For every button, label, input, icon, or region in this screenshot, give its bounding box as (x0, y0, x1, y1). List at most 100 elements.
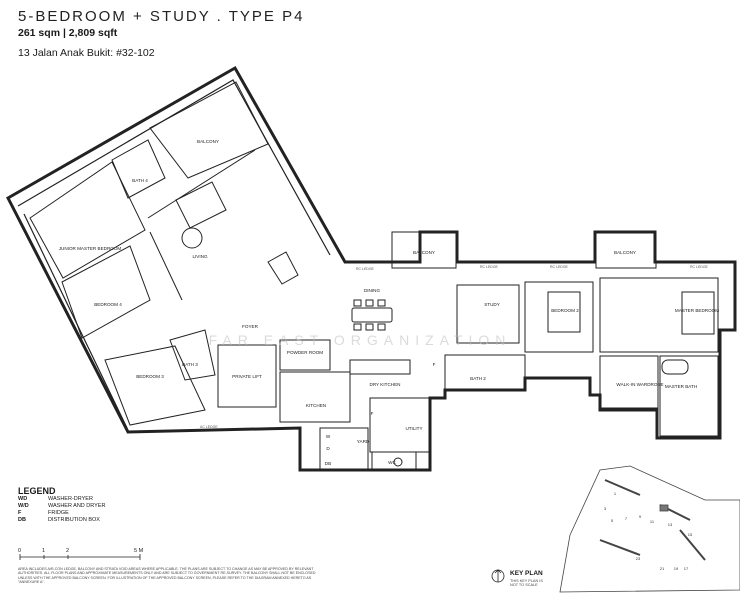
kp-block-11: 11 (650, 519, 655, 524)
label-d: D (326, 446, 330, 451)
kp-block-23: 23 (636, 556, 641, 561)
room-utility: UTILITY (405, 426, 422, 431)
kp-block-5: 5 (611, 518, 614, 523)
room-bath4: BATH 4 (132, 178, 148, 183)
legend-key: F (18, 510, 22, 516)
legend-key: DB (18, 517, 26, 523)
unit-area: 261 sqm | 2,809 sqft (18, 27, 118, 39)
rc-ledge-label-3: RC LEDGE (550, 265, 569, 269)
kp-block-21: 21 (660, 566, 665, 571)
room-bath3: BATH 3 (182, 362, 198, 367)
room-junior-master: JUNIOR MASTER BEDROOM (59, 246, 122, 251)
room-bedroom4: BEDROOM 4 (94, 302, 122, 307)
legend-key: WD (18, 496, 28, 502)
key-plan-blocks: 1 3 5 7 9 11 13 15 17 19 21 23 (604, 491, 693, 571)
label-f2: F (433, 362, 436, 367)
legend-row: F FRIDGE (18, 510, 105, 517)
bedroom4-wall (61, 245, 151, 339)
bedroom2-bed (547, 291, 581, 333)
key-plan-label: KEY PLAN (510, 570, 543, 577)
room-dry-kitchen: DRY KITCHEN (370, 382, 401, 387)
unit-address: 13 Jalan Anak Bukit: #32-102 (18, 47, 155, 59)
room-balcony-right: BALCONY (614, 250, 636, 255)
kp-block-13: 13 (668, 522, 673, 527)
legend-value: WASHER AND DRYER (48, 503, 106, 509)
dry-kitchen-counter (349, 359, 411, 375)
room-dining: DINING (364, 288, 381, 293)
legend-value: FRIDGE (48, 510, 69, 516)
room-study: STUDY (484, 302, 500, 307)
walk-in-wall (599, 355, 659, 409)
legend-value: DISTRIBUTION BOX (48, 517, 100, 523)
ac-ledge-label: AC LEDGE (200, 425, 218, 429)
powder-room-wall (279, 339, 331, 371)
kp-block-3: 3 (604, 506, 607, 511)
living-divider (147, 149, 256, 301)
study-wall (456, 284, 520, 344)
room-walk-in: WALK-IN WARDROBE (616, 382, 663, 387)
watermark: FAR EAST ORGANIZATION (209, 332, 512, 348)
disclaimer: AREA INCLUDES AIR-CON LEDGE, BALCONY AND… (18, 567, 316, 585)
label-w: W (326, 434, 331, 439)
room-bath2: BATH 2 (470, 376, 486, 381)
bath3-wall (169, 329, 216, 381)
key-plan-note: THIS KEY PLAN IS NOT TO SCALE (510, 579, 543, 588)
room-master-bath: MASTER BATH (665, 384, 697, 389)
room-bedroom2: BEDROOM 2 (551, 308, 579, 313)
rc-ledge-label-1: RC LEDGE (356, 267, 375, 271)
legend-title: LEGEND (18, 486, 56, 496)
scale-labels: 0 1 2 5 M (18, 548, 148, 556)
kp-block-9: 9 (639, 514, 642, 519)
room-bedroom3: BEDROOM 3 (136, 374, 164, 379)
bath4-wall (111, 139, 166, 199)
label-db: DB (325, 461, 331, 466)
legend-row: W/D WASHER AND DRYER (18, 503, 105, 510)
room-yard: YARD (357, 439, 370, 444)
utility-wall (369, 397, 431, 453)
legend-row: DB DISTRIBUTION BOX (18, 517, 105, 524)
room-wc: WC (388, 460, 396, 465)
room-kitchen: KITCHEN (306, 403, 326, 408)
dining-table (351, 307, 393, 323)
scale-tick-1: 1 (42, 548, 46, 554)
scale-tick-0: 0 (18, 548, 22, 554)
room-living: LIVING (192, 254, 207, 259)
rc-ledge-label-4: RC LEDGE (690, 265, 709, 269)
legend: WD WASHER-DRYER W/D WASHER AND DRYER F FRID… (18, 496, 105, 524)
scale-bar (19, 554, 141, 560)
private-lift-wall (217, 344, 277, 408)
legend-row: WD WASHER-DRYER (18, 496, 105, 503)
kp-block-15: 15 (688, 532, 693, 537)
room-balcony-mid: BALCONY (413, 250, 435, 255)
master-bath-wall (659, 355, 719, 437)
master-bedroom-wall (599, 277, 719, 353)
balcony-right-wall (595, 231, 657, 269)
wc-wall (371, 451, 417, 471)
room-private-lift: PRIVATE LIFT (232, 374, 262, 379)
master-bed (681, 291, 715, 335)
junior-master-wall (29, 161, 146, 279)
bedroom3-wall (104, 345, 206, 426)
page-title: 5-BEDROOM + STUDY . TYPE P4 (18, 8, 305, 25)
piano (267, 251, 299, 285)
scale-tick-2: 2 (66, 548, 70, 554)
kp-block-7: 7 (625, 516, 628, 521)
north-arrow-icon (491, 569, 505, 583)
living-table (181, 227, 203, 249)
living-sofa (175, 181, 227, 229)
legend-key: W/D (18, 503, 29, 509)
kitchen-wall (279, 371, 351, 423)
room-balcony-top: BALCONY (197, 139, 219, 144)
bath2-wall (444, 354, 526, 391)
legend-value: WASHER-DRYER (48, 496, 93, 502)
key-plan-map (559, 465, 740, 593)
wc-fixture (393, 457, 403, 467)
bedroom2-wall (524, 281, 594, 353)
dining-chairs (353, 299, 386, 331)
room-powder: POWDER ROOM (287, 350, 323, 355)
label-f1: F (371, 411, 374, 416)
room-master-bedroom: MASTER BEDROOM (675, 308, 719, 313)
scale-tick-5: 5 M (134, 548, 144, 554)
yard-wall (319, 427, 369, 471)
